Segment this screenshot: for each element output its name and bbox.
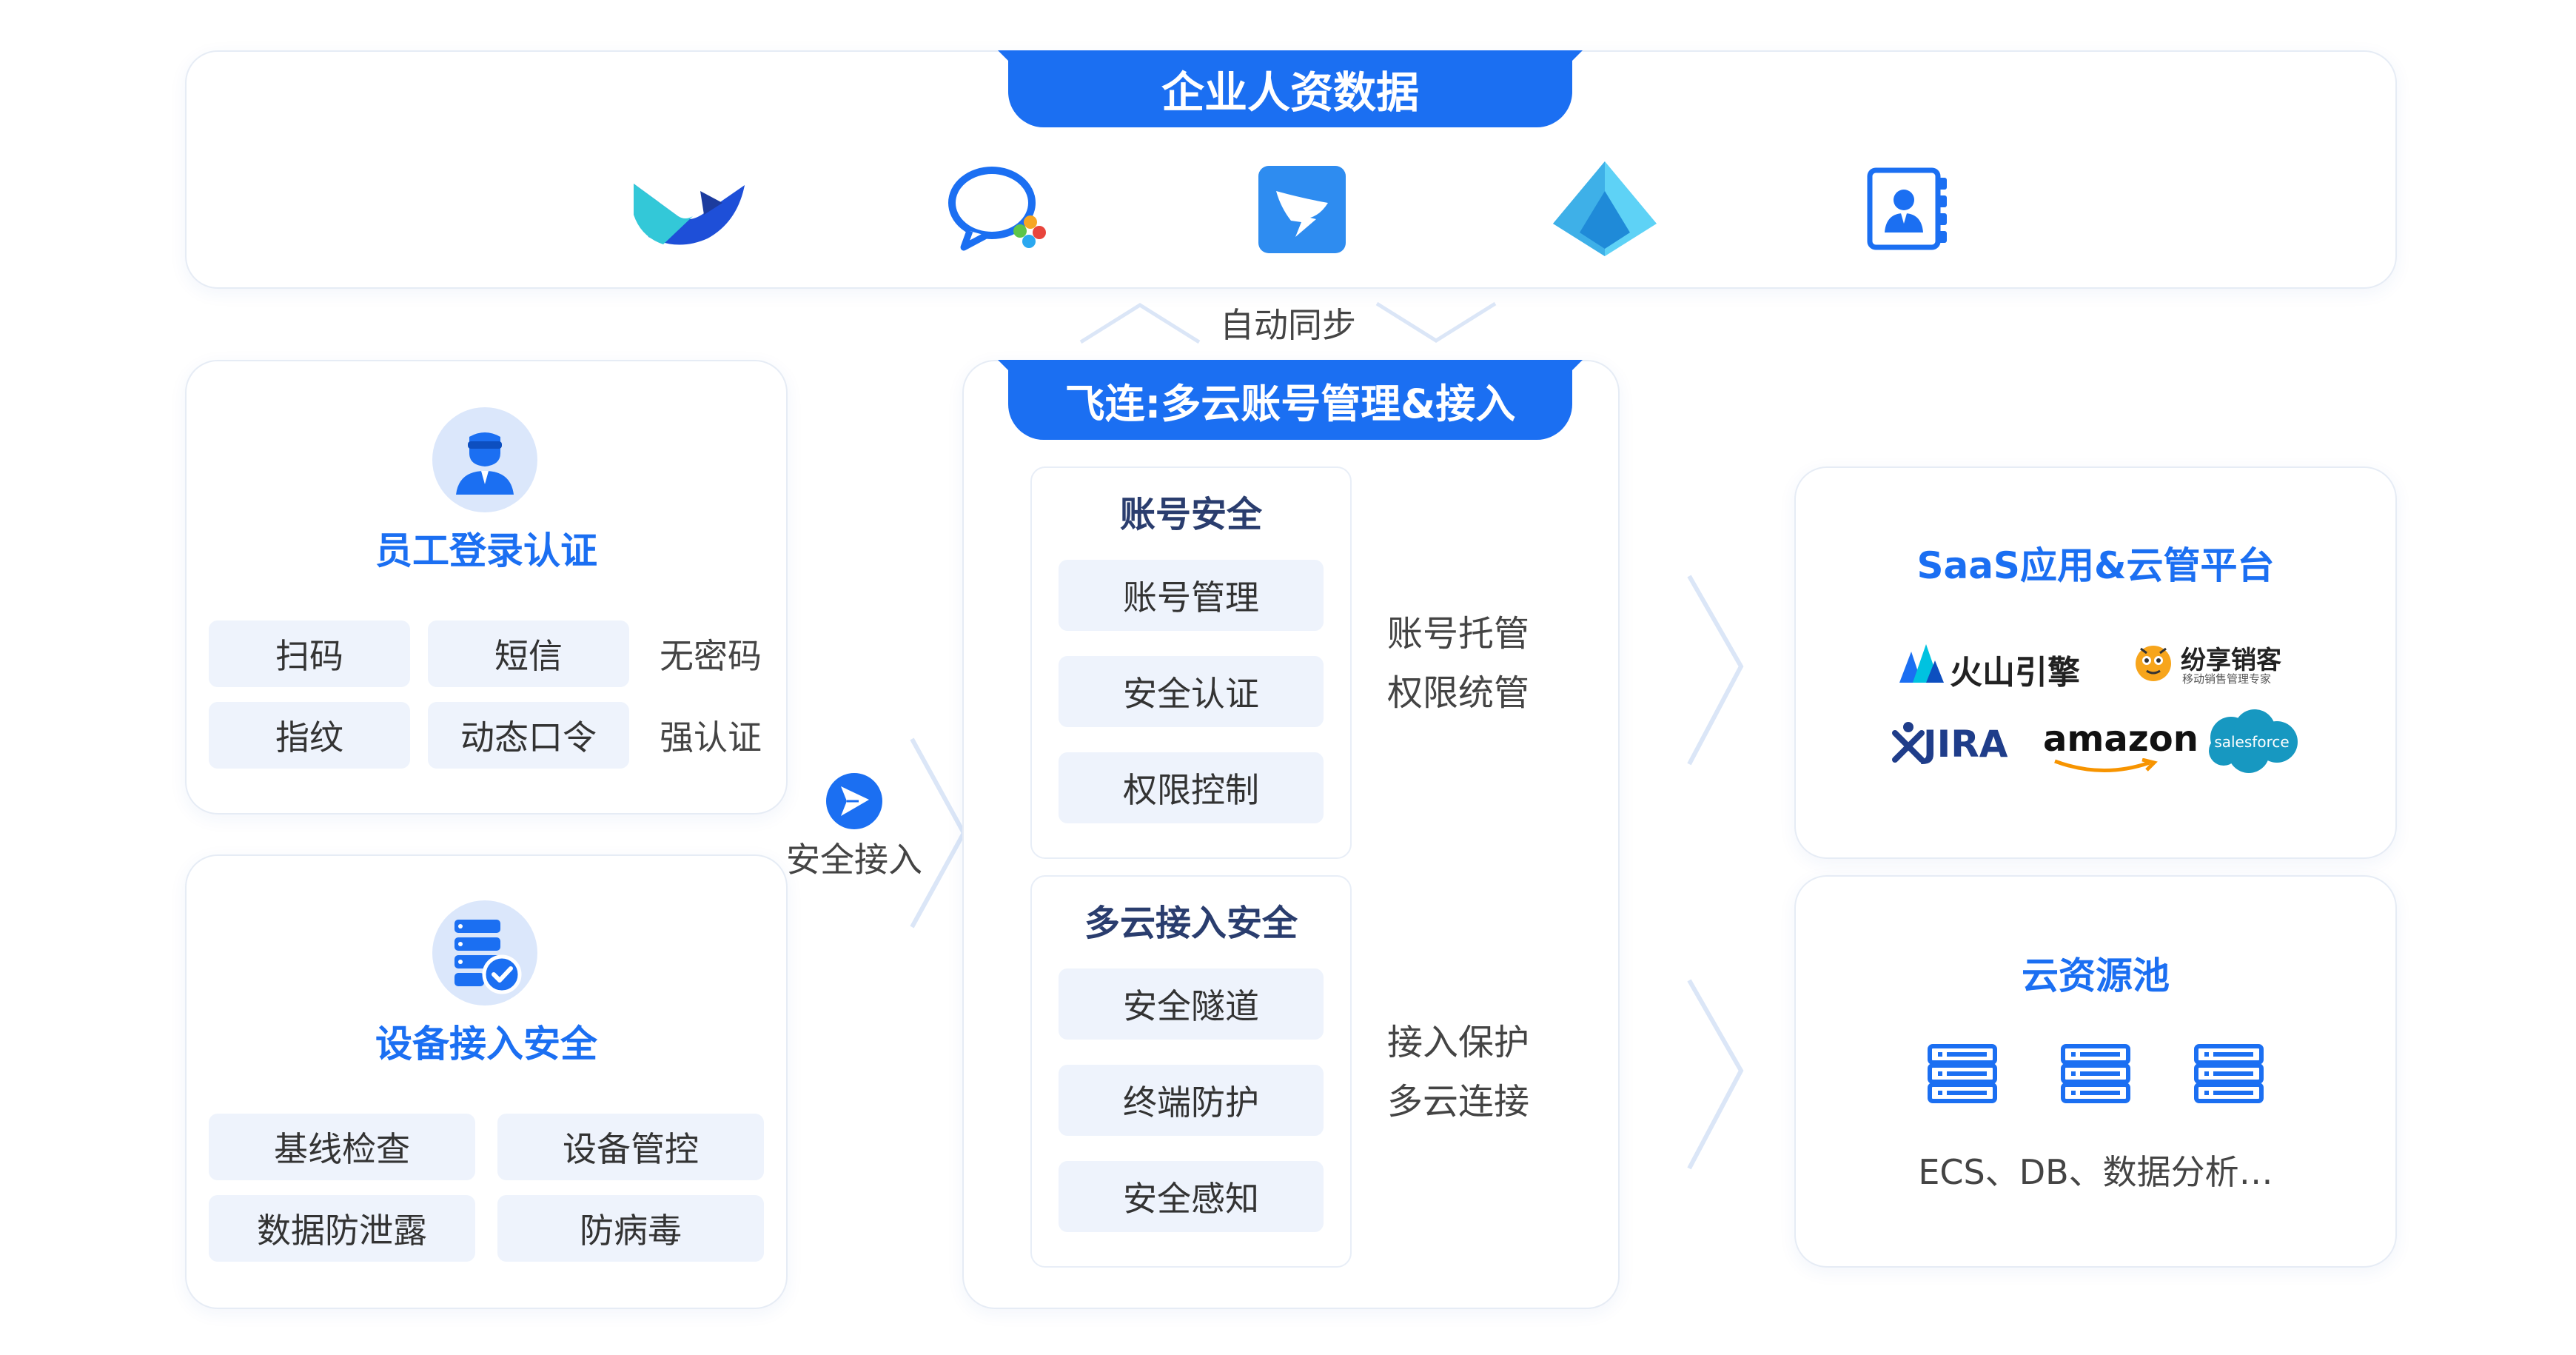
amazon-smile-icon xyxy=(2050,757,2161,776)
sync-label: 自动同步 xyxy=(1220,305,1356,345)
sync-arrows-icon xyxy=(1066,296,1510,355)
send-plane-icon xyxy=(826,773,882,829)
secure-access-label: 安全接入 xyxy=(786,840,922,880)
chip-secure-tunnel: 安全隧道 xyxy=(1059,968,1324,1040)
unified-permission-label: 权限统管 xyxy=(1387,672,1530,714)
hr-data-title-tab: 企业人资数据 xyxy=(1008,50,1572,127)
feishu-logo-icon xyxy=(634,170,745,252)
chip-dlp: 数据防泄露 xyxy=(209,1195,475,1262)
access-protection-label: 接入保护 xyxy=(1387,1022,1530,1063)
saas-card xyxy=(1794,466,2397,859)
employee-auth-title: 员工登录认证 xyxy=(375,529,597,572)
chip-antivirus: 防病毒 xyxy=(497,1195,764,1262)
fxiaoke-tagline: 移动销售管理专家 xyxy=(2182,672,2272,686)
strong-auth-label: 强认证 xyxy=(660,717,762,757)
jira-name: JIRA xyxy=(1923,723,2008,766)
volcano-engine-name: 火山引擎 xyxy=(1950,654,2080,692)
multicloud-connection-label: 多云连接 xyxy=(1387,1081,1530,1123)
wecom-logo-icon xyxy=(947,164,1051,252)
contacts-book-icon xyxy=(1865,167,1951,250)
feilian-title: 飞连:多云账号管理&接入 xyxy=(1064,380,1516,427)
server-icon xyxy=(2061,1044,2130,1103)
chip-permission-control: 权限控制 xyxy=(1059,752,1324,823)
chip-security-auth: 安全认证 xyxy=(1059,656,1324,727)
fxiaoke-name: 纷享销客 xyxy=(2181,646,2281,675)
fxiaoke-logo-icon xyxy=(2132,640,2175,683)
hr-data-title: 企业人资数据 xyxy=(1161,67,1419,118)
salesforce-cloud-icon xyxy=(2203,708,2301,776)
feilian-title-tab: 飞连:多云账号管理&接入 xyxy=(1008,360,1572,440)
chip-account-management: 账号管理 xyxy=(1059,560,1324,631)
passwordless-label: 无密码 xyxy=(660,636,762,676)
server-check-icon xyxy=(432,900,537,1006)
chip-scan: 扫码 xyxy=(209,620,410,687)
chip-otp: 动态口令 xyxy=(428,702,629,769)
to-saas-arrow xyxy=(1673,570,1747,777)
server-icon xyxy=(2194,1044,2264,1103)
salesforce-name: salesforce xyxy=(2214,733,2290,751)
chip-device-control: 设备管控 xyxy=(497,1114,764,1180)
account-hosting-label: 账号托管 xyxy=(1387,613,1530,655)
chip-fingerprint: 指纹 xyxy=(209,702,410,769)
multicloud-security-title: 多云接入安全 xyxy=(1084,903,1298,944)
saas-title: SaaS应用&云管平台 xyxy=(1916,544,2275,587)
chip-sms: 短信 xyxy=(428,620,629,687)
to-cloud-arrow xyxy=(1673,974,1747,1182)
device-security-title: 设备接入安全 xyxy=(375,1023,597,1065)
account-security-title: 账号安全 xyxy=(1119,494,1262,535)
dingtalk-logo-icon xyxy=(1258,166,1346,253)
jira-logo-icon xyxy=(1892,721,1925,763)
chip-baseline-check: 基线检查 xyxy=(209,1114,475,1180)
chip-endpoint-protection: 终端防护 xyxy=(1059,1065,1324,1136)
cloud-pool-title: 云资源池 xyxy=(2022,954,2170,997)
volcano-engine-logo-icon xyxy=(1899,641,1944,683)
employee-avatar-icon xyxy=(432,407,537,512)
cloud-pool-subtitle: ECS、DB、数据分析… xyxy=(1918,1152,2273,1192)
azure-ad-logo-icon xyxy=(1553,161,1657,256)
chip-security-awareness: 安全感知 xyxy=(1059,1161,1324,1232)
server-icon xyxy=(1928,1044,1997,1103)
amazon-name: amazon xyxy=(2043,718,2198,760)
